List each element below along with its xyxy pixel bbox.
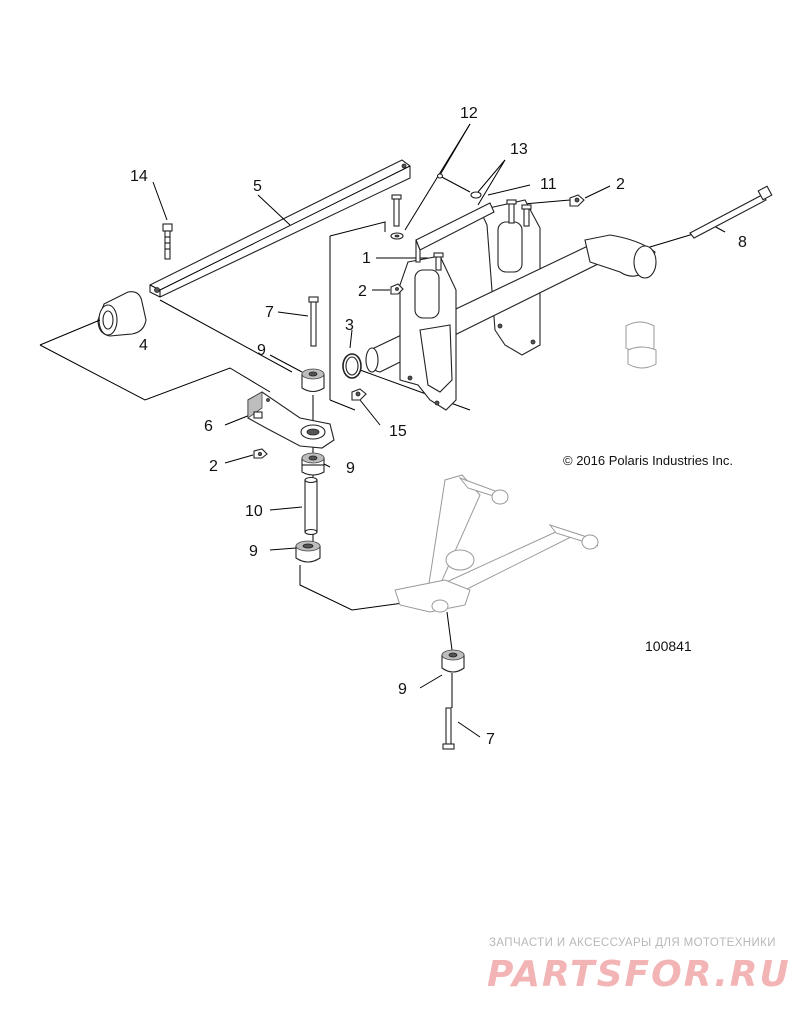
callout-9-lower: 9 xyxy=(398,681,407,698)
callout-3: 3 xyxy=(345,317,354,334)
callout-12: 12 xyxy=(460,105,478,122)
nut-15 xyxy=(351,388,367,401)
callout-5: 5 xyxy=(253,178,262,195)
callout-2-top: 2 xyxy=(616,176,625,193)
rod-7-upper xyxy=(308,296,319,347)
callout-15: 15 xyxy=(389,423,407,440)
watermark-logo: PARTSFOR.RU xyxy=(487,954,791,995)
callout-leaders xyxy=(152,123,726,738)
callout-1: 1 xyxy=(362,250,371,267)
copyright-notice: © 2016 Polaris Industries Inc. xyxy=(563,453,733,468)
callout-9-second: 9 xyxy=(346,460,355,477)
bracket-assembly xyxy=(365,199,603,411)
bolt-12 xyxy=(390,173,482,240)
spacer-10 xyxy=(304,476,318,536)
callout-13: 13 xyxy=(510,141,528,158)
callout-4: 4 xyxy=(139,337,148,354)
callout-2-lower: 2 xyxy=(209,458,218,475)
nut-2-top xyxy=(569,194,585,207)
callout-6: 6 xyxy=(204,418,213,435)
leader-lines xyxy=(39,199,701,708)
rod-7-lower xyxy=(442,707,455,750)
a-arm xyxy=(394,474,599,613)
bushing-9-upper xyxy=(301,368,325,393)
bolt-14 xyxy=(162,223,173,260)
callout-2-mid: 2 xyxy=(358,283,367,300)
nut-2-lower xyxy=(253,448,268,459)
callout-9-third: 9 xyxy=(249,543,258,560)
callout-14: 14 xyxy=(130,168,148,185)
callouts: 14 5 4 7 9 6 2 9 10 9 15 3 2 1 12 13 11 … xyxy=(130,105,747,748)
callout-7-upper: 7 xyxy=(265,304,274,321)
o-ring xyxy=(342,353,362,379)
watermark-tagline: ЗАПЧАСТИ И АКСЕССУАРЫ ДЛЯ МОТОТЕХНИКИ xyxy=(489,937,776,949)
callout-10: 10 xyxy=(245,503,263,520)
callout-7-lower: 7 xyxy=(486,731,495,748)
bushing-9-lower xyxy=(441,649,465,673)
watermark: ЗАПЧАСТИ И АКСЕССУАРЫ ДЛЯ МОТОТЕХНИКИ PA… xyxy=(487,937,791,995)
bushing-9-second xyxy=(301,452,325,476)
torsion-bar xyxy=(149,159,411,298)
bolt-8 xyxy=(689,185,773,239)
bushing-9-third xyxy=(295,540,321,563)
shock-mount xyxy=(584,234,657,369)
arm-6 xyxy=(247,391,335,449)
figure-id: 100841 xyxy=(645,638,692,654)
bushing xyxy=(97,291,147,337)
nut-2-mid xyxy=(390,283,404,295)
callout-11: 11 xyxy=(540,176,557,193)
callout-8: 8 xyxy=(738,234,747,251)
callout-9-upper: 9 xyxy=(257,342,266,359)
